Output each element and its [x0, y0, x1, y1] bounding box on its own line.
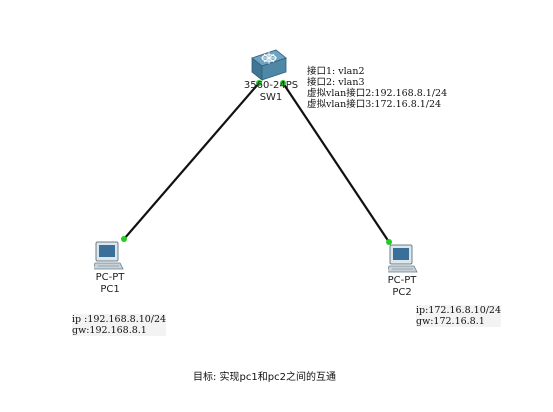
port-light-pc2	[386, 239, 392, 245]
note-line: ip :192.168.8.10/24	[72, 314, 167, 325]
note-line: ip:172.16.8.10/24	[416, 305, 502, 316]
switch-model-label: 3560-24PS	[243, 80, 299, 91]
link-sw1-pc2[interactable]	[282, 82, 390, 243]
pc1-device[interactable]	[92, 240, 124, 272]
note-line: 接口2: vlan3	[307, 77, 365, 88]
pc2-model-label: PC-PT	[387, 275, 417, 286]
pc-icon	[386, 244, 418, 273]
multilayer-switch-icon	[251, 49, 287, 81]
note-line: 虚拟vlan接口3:172.16.8.1/24	[307, 99, 442, 110]
switch-name-label: SW1	[259, 92, 283, 103]
goal-note[interactable]: 目标: 实现pc1和pc2之间的互通	[193, 372, 336, 383]
pc-icon	[92, 241, 124, 270]
port-light-sw1-right	[280, 80, 286, 86]
pc1-config-note[interactable]: ip :192.168.8.10/24 gw:192.168.8.1	[72, 314, 167, 336]
note-line: gw:172.16.8.1	[416, 316, 485, 327]
link-sw1-pc1[interactable]	[123, 82, 260, 240]
switch-sw1[interactable]	[248, 48, 288, 84]
note-line: 接口1: vlan2	[307, 66, 365, 77]
pc2-config-note[interactable]: ip:172.16.8.10/24 gw:172.16.8.1	[416, 305, 502, 327]
pc1-model-label: PC-PT	[95, 272, 125, 283]
pc2-name-label: PC2	[392, 287, 412, 298]
port-light-pc1	[121, 236, 127, 242]
note-line: 虚拟vlan接口2:192.168.8.1/24	[307, 88, 448, 99]
port-light-sw1-left	[256, 80, 262, 86]
switch-config-note[interactable]: 接口1: vlan2 接口2: vlan3 虚拟vlan接口2:192.168.…	[307, 66, 447, 110]
pc2-device[interactable]	[386, 243, 418, 275]
note-line: gw:192.168.8.1	[72, 325, 147, 336]
pc1-name-label: PC1	[100, 284, 120, 295]
